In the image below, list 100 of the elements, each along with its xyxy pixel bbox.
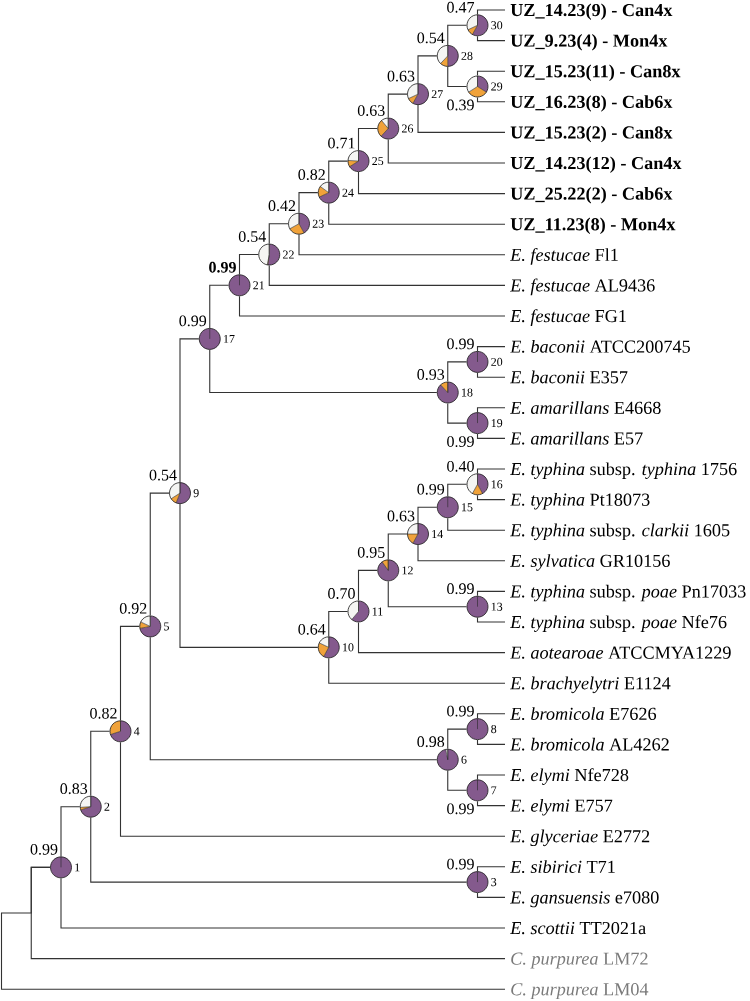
branch-line [476, 494, 506, 501]
branch-line [268, 223, 289, 245]
pie-chart [288, 212, 310, 235]
taxon-label: UZ_14.23(12) - Can4x [510, 156, 682, 173]
taxon-label: E. baconii ATCC200745 [510, 340, 690, 353]
branch-line [476, 713, 506, 719]
taxon-label: E. aotearoae ATCCMYA1229 [510, 646, 731, 659]
posterior-value: 0.95 [357, 546, 385, 558]
branch-line [476, 407, 506, 413]
branch-line [476, 739, 506, 745]
posterior-value: 0.82 [298, 169, 325, 181]
posterior-value: 0.71 [328, 137, 355, 149]
posterior-value: 0.63 [387, 510, 415, 522]
posterior-value: 0.99 [447, 705, 474, 717]
taxon-label: E. baconii E357 [510, 370, 628, 384]
branch-line [476, 468, 506, 474]
node-number: 1 [75, 863, 80, 872]
pie-chart [466, 14, 489, 37]
node-number: 16 [491, 480, 503, 489]
taxon-label: E. scottii TT2021a [510, 921, 646, 935]
branch-line [447, 483, 468, 497]
node-number: 22 [283, 250, 294, 259]
node-number: 2 [104, 802, 110, 811]
posterior-value: 0.54 [149, 469, 177, 481]
branch-line [238, 295, 506, 317]
branch-line [417, 544, 506, 562]
branch-line [447, 517, 506, 531]
pie-chart [377, 559, 400, 582]
pie-chart [466, 871, 489, 893]
node-number: 20 [491, 357, 503, 366]
branch-line [328, 203, 506, 225]
branch-line [60, 877, 506, 929]
branch-line [476, 892, 506, 898]
posterior-value: 0.99 [447, 803, 474, 815]
taxon-label: E. typhina subsp. clarkii 1605 [510, 523, 730, 541]
taxon-label: UZ_25.22(2) - Cab6x [510, 187, 673, 204]
pie-chart [466, 718, 489, 740]
posterior-value: 0.63 [357, 105, 385, 116]
pie-chart [466, 75, 489, 98]
branch-line [387, 580, 468, 608]
branch-line [179, 503, 319, 648]
branch-line [476, 9, 506, 15]
node-number: 18 [462, 388, 473, 397]
taxon-label: E. sibirici T71 [510, 860, 615, 874]
pie-chart [466, 351, 489, 373]
branch-line [90, 817, 468, 883]
node-number: 17 [224, 334, 235, 343]
taxon-label: C. purpurea LM72 [511, 952, 648, 969]
branch-line [447, 402, 468, 424]
pie-chart [466, 473, 489, 496]
posterior-value: 0.99 [447, 338, 474, 350]
taxon-label: C. purpurea LM04 [511, 983, 649, 1000]
posterior-value: 0.42 [268, 200, 296, 212]
taxon-label: E. bromicola AL4262 [510, 737, 669, 751]
branch-line [476, 800, 506, 807]
posterior-value: 0.63 [387, 70, 415, 82]
branch-line [149, 636, 438, 761]
branch-line [417, 55, 438, 84]
branch-line [209, 284, 230, 329]
taxon-label: E. typhina subsp. poae Nfe76 [510, 615, 727, 632]
taxon-label: UZ_9.23(4) - Mon4x [510, 34, 668, 51]
node-number: 9 [193, 489, 199, 498]
branch-line [357, 171, 506, 195]
branch-line [417, 104, 506, 133]
node-number: 8 [491, 725, 497, 734]
pie-chart [317, 181, 340, 204]
pie-chart [466, 595, 489, 618]
branch-line [476, 590, 506, 597]
posterior-value: 0.40 [447, 460, 474, 472]
pie-chart [258, 243, 281, 266]
branch-line [476, 346, 506, 352]
taxon-label: UZ_15.23(11) - Can8x [510, 64, 681, 82]
taxon-label: UZ_14.23(9) - Can4x [510, 3, 673, 20]
posterior-value: 0.99 [209, 261, 236, 273]
branch-line [298, 234, 506, 256]
branch-line [447, 770, 468, 791]
node-number: 5 [164, 622, 169, 631]
pie-chart [50, 856, 72, 879]
node-number: 12 [402, 566, 413, 575]
node-number: 21 [253, 281, 264, 290]
branch-line [60, 806, 81, 857]
posterior-value: 0.70 [328, 588, 355, 599]
pie-chart [436, 381, 459, 404]
branch-line [268, 264, 506, 286]
branch-line [357, 621, 506, 654]
branch-line [328, 657, 506, 684]
taxon-label: E. brachyelytri E1124 [510, 676, 671, 694]
taxon-label: E. typhina subsp. poae Pn17033 [510, 584, 746, 602]
taxon-label: E. gansuensis e7080 [510, 891, 659, 908]
node-number: 11 [372, 607, 383, 616]
branch-line [476, 35, 506, 42]
taxon-label: E. bromicola E7626 [510, 707, 657, 721]
branch-line [238, 254, 259, 275]
node-number: 28 [461, 51, 473, 60]
branch-line [476, 433, 506, 439]
node-number: 24 [342, 188, 354, 197]
node-number: 4 [133, 727, 140, 736]
branch-line [328, 610, 349, 637]
posterior-value: 0.54 [417, 32, 445, 44]
posterior-value: 0.99 [447, 858, 474, 870]
